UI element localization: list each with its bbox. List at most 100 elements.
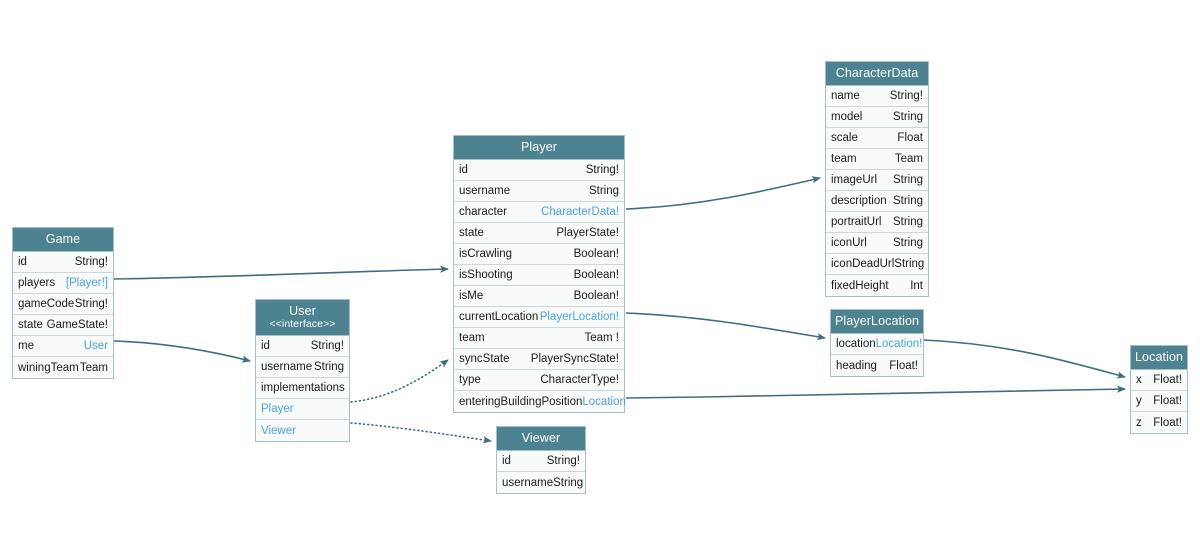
field-name: players [18, 277, 56, 289]
field-type: String [892, 174, 923, 186]
field-type: Team ! [584, 332, 619, 344]
field-name: gameCode [18, 298, 75, 310]
field-type: String [892, 111, 923, 123]
field-name: Player [261, 403, 294, 415]
field-type: Boolean! [573, 248, 619, 260]
field-type: Location! [875, 338, 923, 350]
field-name: enteringBuildingPosition [459, 395, 583, 408]
field-type: String [892, 216, 923, 228]
field-name: iconDeadUrl [831, 258, 895, 270]
field-type: Float! [1153, 395, 1182, 407]
field-row[interactable]: implementations [256, 378, 349, 399]
edge-player-enteringbuildingposition-to-location [625, 385, 1126, 399]
field-name: id [261, 340, 270, 352]
field-name: team [831, 153, 857, 165]
entity-title: Viewer [521, 431, 561, 445]
field-type: String! [74, 298, 108, 310]
field-row[interactable]: id String! [256, 336, 349, 357]
entity-header-viewer: Viewer [497, 427, 585, 451]
field-name: Viewer [261, 424, 296, 437]
field-type: String! [74, 256, 108, 268]
field-name: winingTeam [18, 361, 79, 374]
field-type: Float [897, 132, 923, 144]
field-type: Location [582, 395, 626, 408]
field-type: Team [894, 153, 923, 165]
field-row[interactable]: isShooting Boolean! [454, 265, 624, 286]
field-name: x [1136, 374, 1142, 386]
entity-header-player: Player [454, 136, 624, 160]
field-row[interactable]: model String [826, 107, 928, 128]
field-type: String [553, 476, 584, 489]
field-name: heading [836, 359, 877, 372]
field-name: model [831, 111, 863, 123]
entity-header-characterdata: CharacterData [826, 62, 928, 86]
entity-title: User [289, 304, 316, 318]
field-name: name [831, 90, 860, 102]
field-name: id [502, 455, 511, 467]
field-type: Float! [1153, 416, 1182, 429]
field-type: User [83, 340, 108, 352]
entity-header-location: Location [1131, 346, 1187, 370]
edge-playerlocation-location-to-location [923, 339, 1126, 379]
field-name: isShooting [459, 269, 513, 281]
field-type: String! [310, 340, 344, 352]
edge-game-me-to-user [113, 340, 251, 363]
entity-header-game: Game [13, 228, 113, 252]
field-row[interactable]: players [Player!] [13, 273, 113, 294]
field-type: String [588, 185, 619, 197]
field-row[interactable]: name String! [826, 86, 928, 107]
field-row[interactable]: Player [256, 399, 349, 420]
field-name: state [459, 227, 484, 239]
field-type: String! [889, 90, 923, 102]
field-row[interactable]: team Team [826, 149, 928, 170]
field-name: fixedHeight [831, 279, 889, 292]
entity-title: Player [520, 140, 558, 154]
field-type: CharacterType! [540, 374, 619, 386]
field-row[interactable]: Viewer [256, 420, 349, 441]
field-type: Boolean! [573, 269, 619, 281]
field-type: CharacterData! [541, 206, 619, 218]
field-type: [Player!] [65, 277, 108, 289]
field-type: Boolean! [573, 290, 619, 302]
field-type: PlayerSyncState! [530, 353, 619, 365]
field-name: iconUrl [831, 237, 867, 249]
